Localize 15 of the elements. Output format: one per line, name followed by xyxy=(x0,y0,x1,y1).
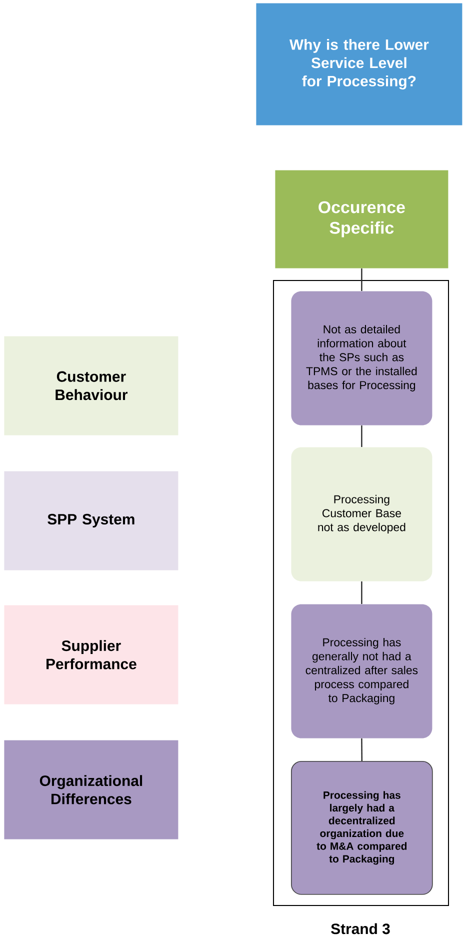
connector-line xyxy=(361,581,362,604)
connector-line xyxy=(361,425,362,447)
category-box: Organizational Differences xyxy=(4,740,178,840)
connector-line xyxy=(361,268,362,291)
category-box: SPP System xyxy=(4,471,178,570)
strand-label: Strand 3 xyxy=(331,923,390,934)
category-box: Customer Behaviour xyxy=(4,336,178,436)
cause-box: Not as detailed information about the SPs such as TPMS or the installed bases for Processing xyxy=(291,291,432,426)
cause-box: Processing has largely had a decentralized organization due to M&A compared to Packaging xyxy=(291,761,433,895)
category-box: Occurence Specific xyxy=(275,170,448,268)
cause-box: Processing Customer Base not as developed xyxy=(291,447,432,582)
cause-box: Processing has generally not had a centralized after sales process compared to Packaging xyxy=(291,604,432,738)
question-box: Why is there Lower Service Level for Processing? xyxy=(256,3,462,126)
connector-line xyxy=(361,738,362,762)
category-box: Supplier Performance xyxy=(4,605,178,704)
